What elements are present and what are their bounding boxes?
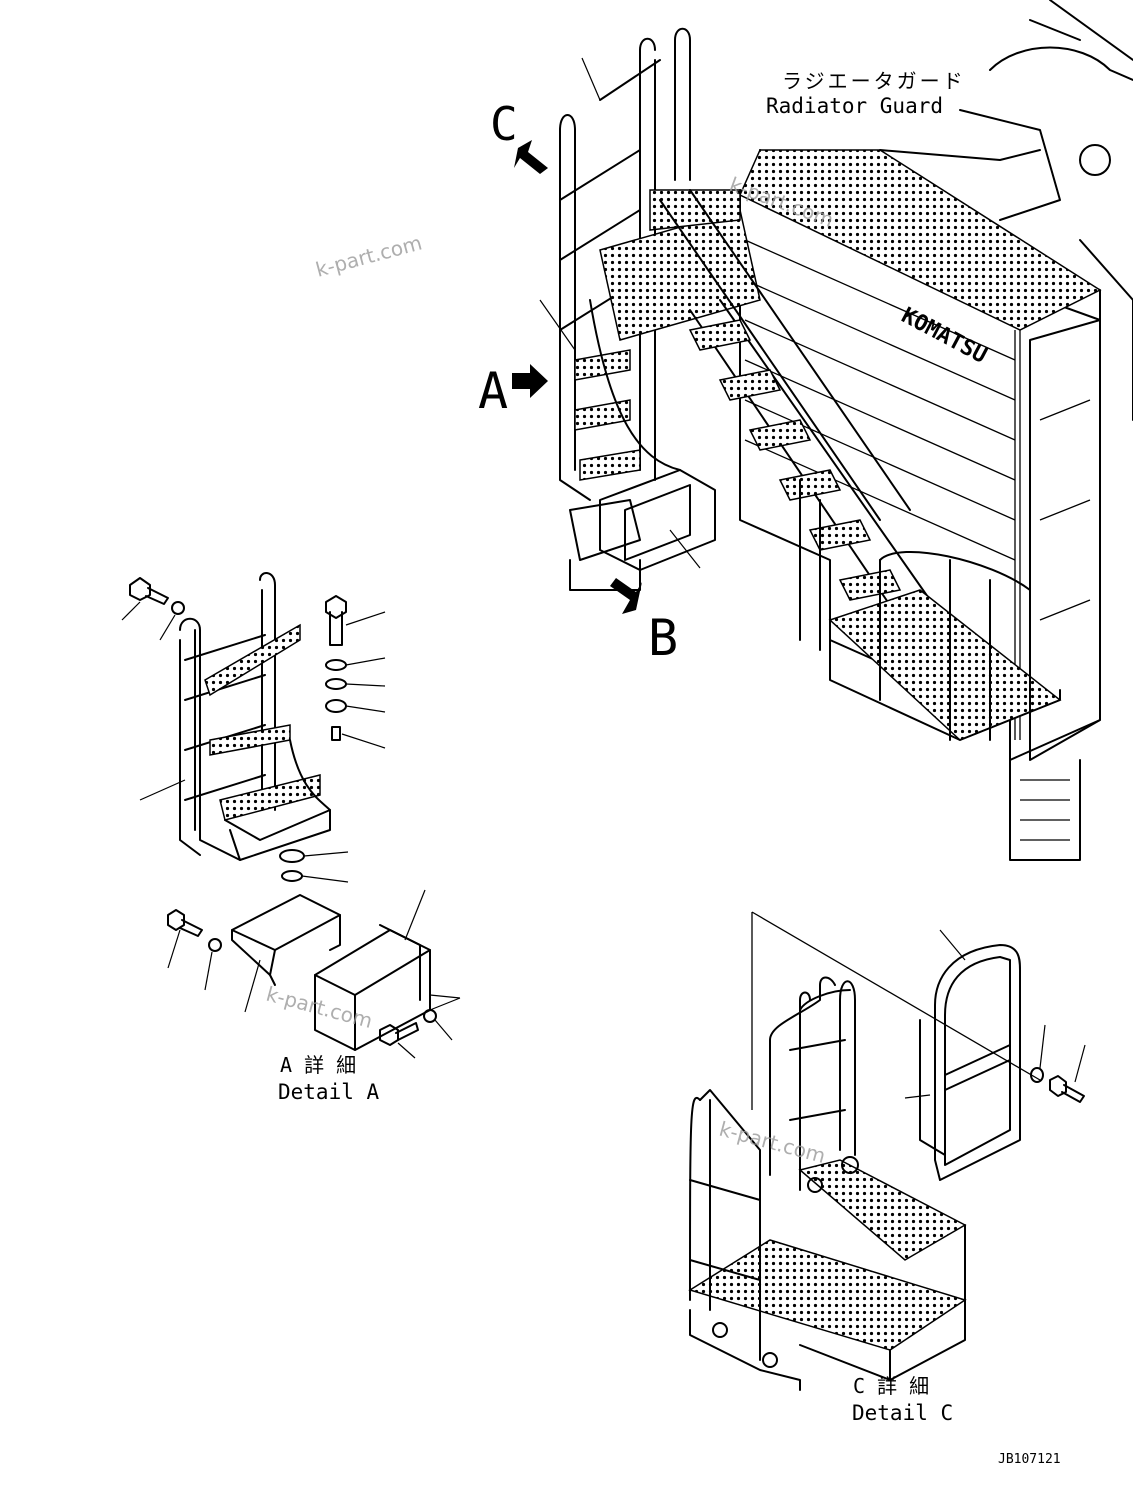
detail-a-en-label: Detail A — [278, 1080, 380, 1104]
watermark-3: k-part.com — [264, 982, 375, 1033]
main-ladder — [559, 27, 761, 591]
radiator-guard-jp-label: ラジエータガード — [782, 69, 966, 93]
detail-a-drawing — [121, 572, 461, 1059]
view-b-arrow — [610, 578, 642, 614]
stairway — [659, 189, 1062, 741]
drawing-id: JB107121 — [998, 1452, 1061, 1467]
view-markers: C A B — [478, 97, 678, 667]
view-a-arrow — [512, 364, 548, 398]
view-c-letter: C — [490, 97, 518, 151]
detail-c-drawing — [688, 911, 1086, 1391]
detail-a-jp-label: A 詳 細 — [280, 1053, 356, 1077]
view-c-arrow — [514, 140, 548, 174]
view-a-letter: A — [478, 362, 508, 420]
view-b-letter: B — [648, 609, 678, 667]
detail-c-jp-label: C 詳 細 — [853, 1374, 929, 1398]
watermark-1: k-part.com — [313, 230, 424, 281]
detail-c-en-label: Detail C — [852, 1401, 953, 1425]
brand-logo-text: KOMATSU — [897, 303, 991, 369]
radiator-guard-en-label: Radiator Guard — [766, 94, 943, 118]
watermark-4: k-part.com — [717, 1117, 828, 1168]
